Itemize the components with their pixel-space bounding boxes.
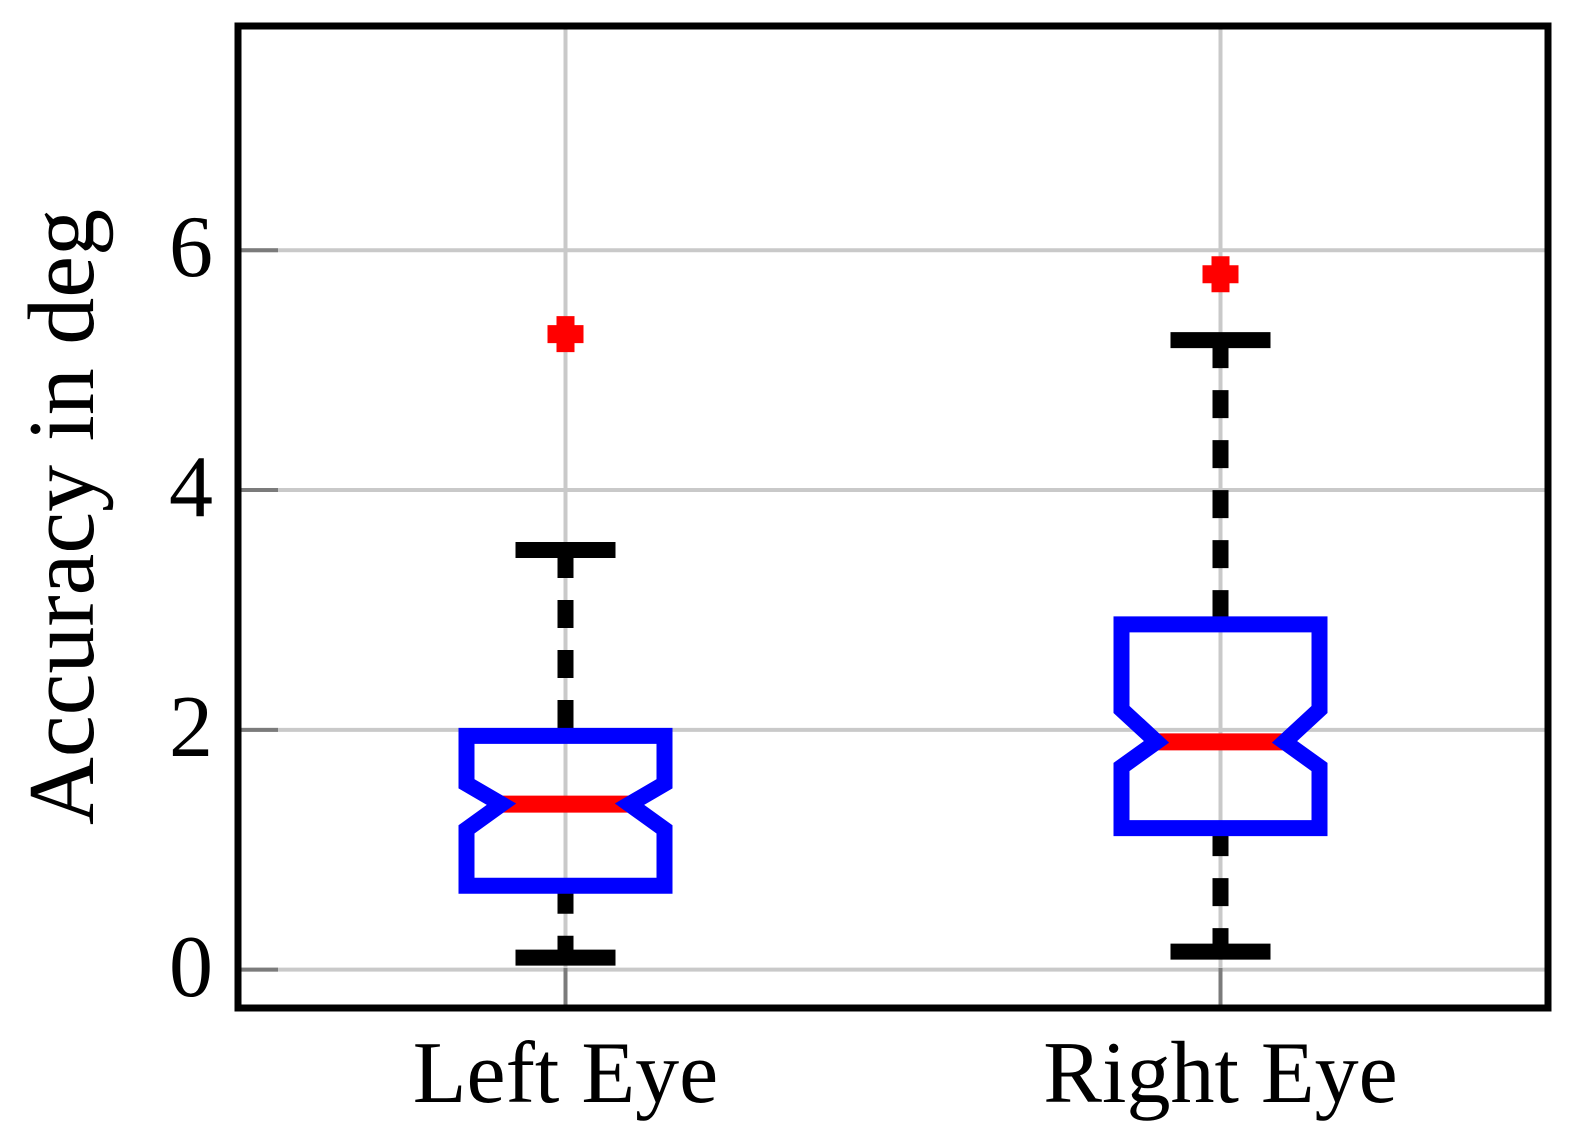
plot-frame <box>234 22 1552 1012</box>
notched-box-left-eye <box>458 727 673 894</box>
y-tick-label-0: 0 <box>169 918 213 1016</box>
x-category-label-left-eye: Left Eye <box>412 1025 719 1122</box>
y-tick-label-4: 4 <box>169 439 213 537</box>
outlier-marker-right-eye-0 <box>1202 256 1239 293</box>
x-category-label-right-eye: Right Eye <box>1043 1025 1398 1122</box>
outlier-marker-left-eye-0 <box>547 316 584 353</box>
notched-box-right-eye <box>1113 616 1328 837</box>
y-tick-label-2: 2 <box>169 679 213 777</box>
y-tick-label-6: 6 <box>169 199 213 297</box>
